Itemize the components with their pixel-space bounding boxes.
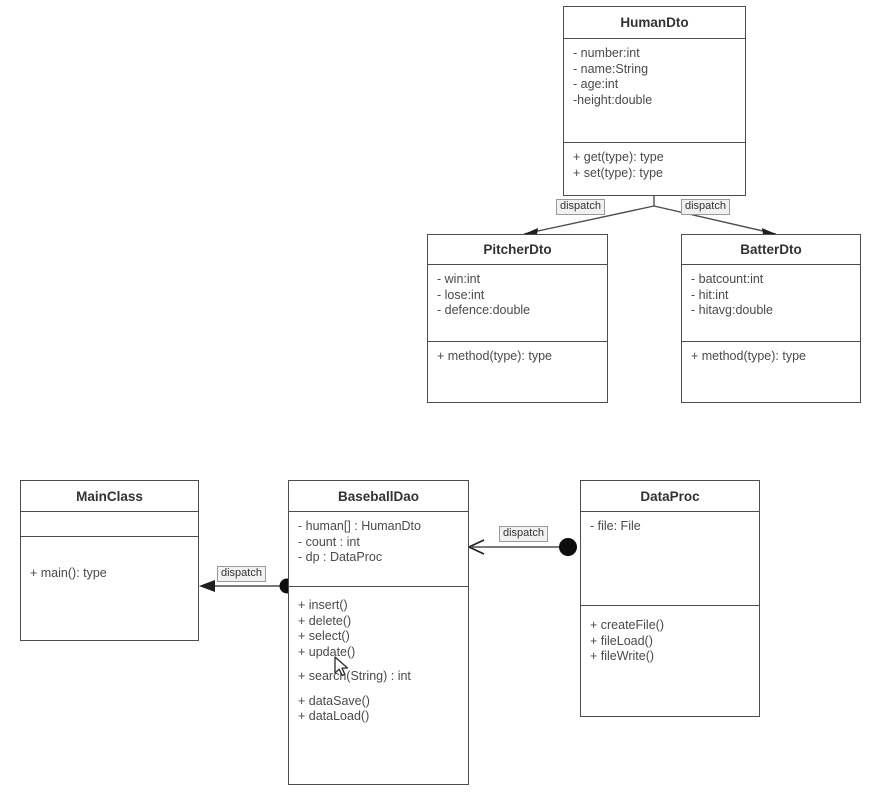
- composition-diamond-dataproc: [559, 538, 577, 556]
- class-title-pitcher-dto: PitcherDto: [428, 235, 607, 265]
- class-box-pitcher-dto[interactable]: PitcherDto - win:int - lose:int - defenc…: [427, 234, 608, 403]
- method-row: + insert(): [298, 598, 348, 612]
- method-group-spacer: [298, 660, 459, 669]
- class-box-human-dto[interactable]: HumanDto - number:int - name:String - ag…: [563, 6, 746, 196]
- edge-label-dataproc-to-dao[interactable]: dispatch: [499, 526, 548, 542]
- attribute-row: - batcount:int: [691, 272, 764, 286]
- class-box-main-class[interactable]: MainClass + main(): type: [20, 480, 199, 641]
- methods-baseball-dao: + insert() + delete() + select() + updat…: [289, 587, 468, 729]
- attributes-baseball-dao: - human[] : HumanDto - count : int - dp …: [289, 512, 468, 587]
- class-title-human-dto: HumanDto: [564, 7, 745, 39]
- attribute-row: - name:String: [573, 61, 649, 76]
- class-box-batter-dto[interactable]: BatterDto - batcount:int - hit:int - hit…: [681, 234, 861, 403]
- attributes-main-class: [21, 512, 198, 537]
- attribute-row: - count : int: [298, 534, 360, 549]
- attribute-row: - hitavg:double: [691, 303, 774, 317]
- method-row: + main(): type: [30, 566, 107, 580]
- method-row: + search(String) : int: [298, 669, 411, 683]
- class-title-batter-dto: BatterDto: [682, 235, 860, 265]
- attribute-row: - file: File: [590, 519, 641, 533]
- attribute-row: - hit:int: [691, 287, 729, 302]
- methods-human-dto: + get(type): type + set(type): type: [564, 143, 745, 185]
- method-row: + dataLoad(): [298, 709, 370, 723]
- method-row: + set(type): type: [573, 165, 663, 180]
- edge-label-dao-to-mainclass[interactable]: dispatch: [217, 566, 266, 582]
- edge-label-human-to-batter[interactable]: dispatch: [681, 199, 730, 215]
- attributes-human-dto: - number:int - name:String - age:int -he…: [564, 39, 745, 143]
- edge-label-human-to-pitcher[interactable]: dispatch: [556, 199, 605, 215]
- methods-main-class: + main(): type: [21, 537, 198, 586]
- method-row: + update(): [298, 644, 356, 659]
- methods-data-proc: + createFile() + fileLoad() + fileWrite(…: [581, 606, 759, 669]
- class-box-data-proc[interactable]: DataProc - file: File + createFile() + f…: [580, 480, 760, 717]
- line-human-to-batter: [653, 205, 777, 235]
- attribute-row: -height:double: [573, 92, 653, 107]
- attribute-row: - defence:double: [437, 303, 531, 317]
- method-row: + fileWrite(): [590, 649, 655, 663]
- line-human-to-pitcher: [523, 205, 655, 235]
- attribute-row: - human[] : HumanDto: [298, 519, 421, 533]
- attribute-row: - dp : DataProc: [298, 550, 383, 564]
- arrowhead-open-dao: [468, 539, 485, 555]
- attributes-data-proc: - file: File: [581, 512, 759, 606]
- attributes-batter-dto: - batcount:int - hit:int - hitavg:double: [682, 265, 860, 342]
- method-row: + method(type): type: [437, 349, 552, 363]
- method-row: + createFile(): [590, 618, 664, 632]
- arrowhead-mainclass: [199, 580, 215, 592]
- method-row: + get(type): type: [573, 150, 664, 164]
- attribute-row: - number:int: [573, 46, 640, 60]
- attribute-row: - win:int: [437, 272, 481, 286]
- attribute-row: - lose:int: [437, 287, 485, 302]
- class-title-baseball-dao: BaseballDao: [289, 481, 468, 512]
- method-row: + dataSave(): [298, 693, 370, 708]
- method-row: + method(type): type: [691, 349, 806, 363]
- methods-pitcher-dto: + method(type): type: [428, 342, 607, 369]
- class-title-data-proc: DataProc: [581, 481, 759, 512]
- attributes-pitcher-dto: - win:int - lose:int - defence:double: [428, 265, 607, 342]
- method-row: + delete(): [298, 613, 352, 628]
- class-title-main-class: MainClass: [21, 481, 198, 512]
- class-box-baseball-dao[interactable]: BaseballDao - human[] : HumanDto - count…: [288, 480, 469, 785]
- methods-batter-dto: + method(type): type: [682, 342, 860, 369]
- method-row: + fileLoad(): [590, 633, 653, 648]
- method-group-spacer: [298, 685, 459, 694]
- attribute-row: - age:int: [573, 77, 619, 91]
- method-row: + select(): [298, 629, 350, 643]
